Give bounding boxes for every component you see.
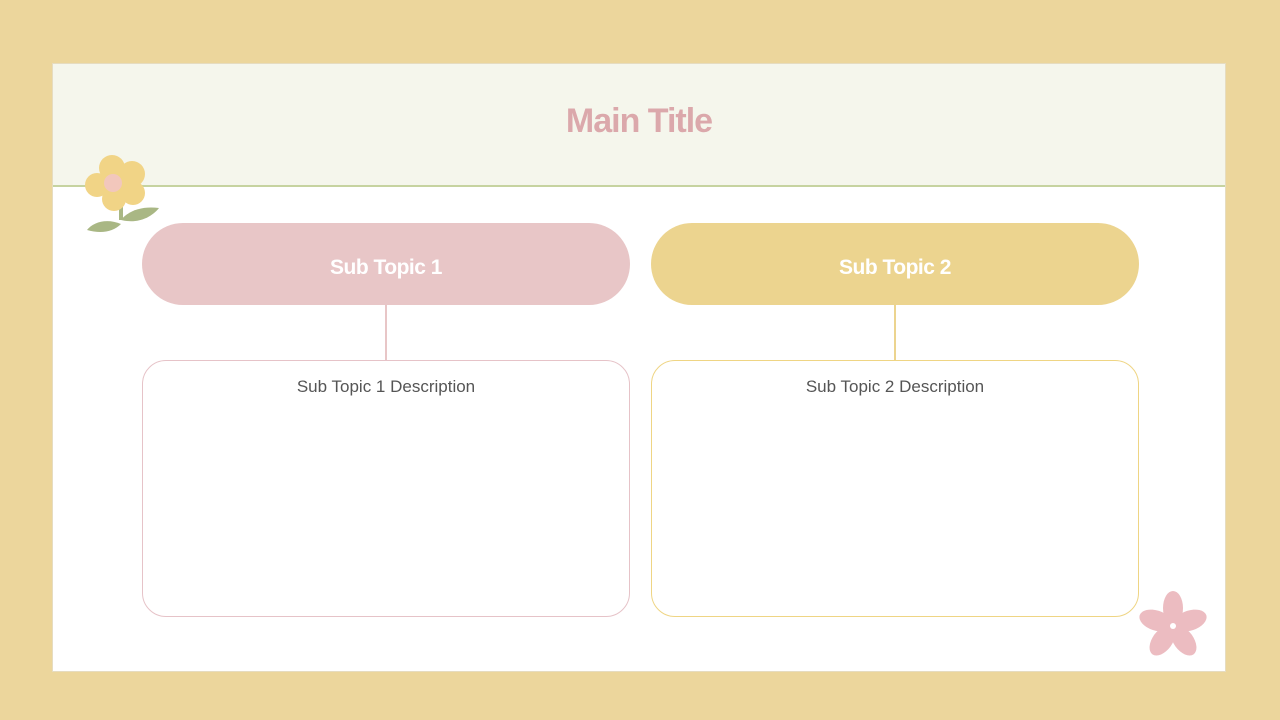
yellow-flower-icon [85, 155, 159, 232]
sub-topic-1-connector [385, 305, 387, 360]
flower-leaf-left [87, 221, 121, 232]
sub-topic-2-connector [894, 305, 896, 360]
pink-flower-icon [1139, 591, 1207, 656]
sub-topic-1-description: Sub Topic 1 Description [296, 377, 476, 396]
sub-topic-2-pill: Sub Topic 2 [651, 223, 1139, 305]
sub-topic-2-label: Sub Topic 2 [839, 256, 951, 279]
header-band: Main Title [53, 64, 1225, 187]
main-title: Main Title [565, 102, 713, 140]
sub-topic-2-description: Sub Topic 2 Description [805, 377, 985, 396]
sub-topic-1-description-box: Sub Topic 1 Description [142, 360, 630, 617]
sub-topic-2-description-box: Sub Topic 2 Description [651, 360, 1139, 617]
flower-center [104, 174, 122, 192]
sub-topic-1-pill: Sub Topic 1 [142, 223, 630, 305]
sub-topic-1-label: Sub Topic 1 [330, 256, 442, 279]
pink-flower-center [1170, 623, 1176, 629]
slide: Main Title Sub Topic 1 Sub Topic 2 Sub T… [53, 64, 1225, 671]
flower-leaf-right [121, 207, 159, 222]
pink-flower-petals [1139, 591, 1207, 656]
